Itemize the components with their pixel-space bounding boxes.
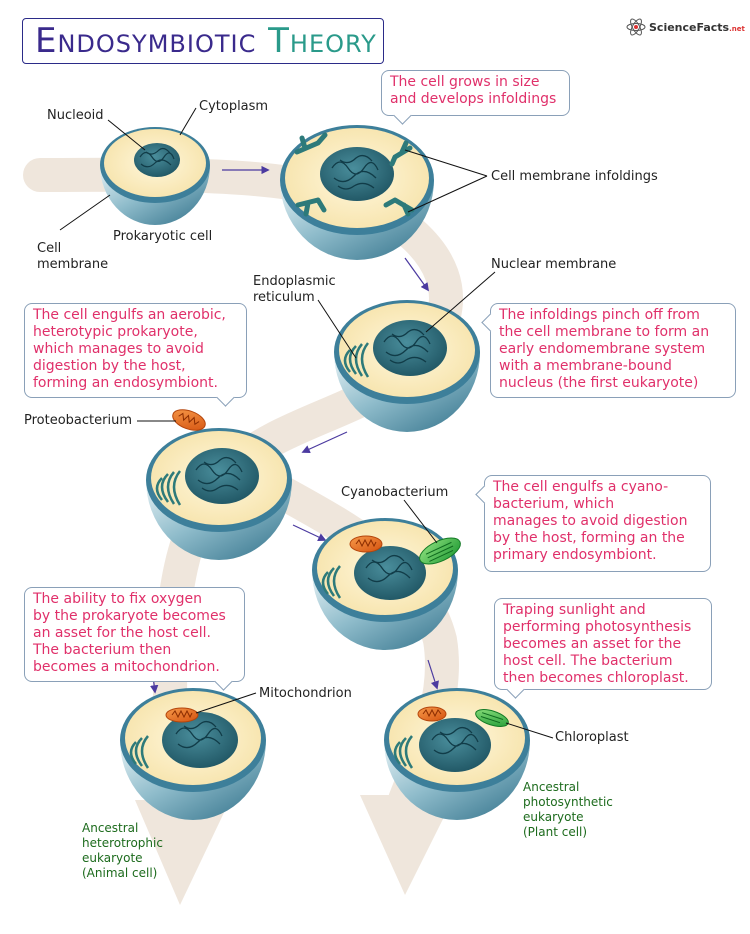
brand-logo: ScienceFacts.net — [626, 17, 745, 37]
atom-icon — [626, 18, 646, 36]
label-cytoplasm: Cytoplasm — [199, 99, 269, 114]
page-title: Endosymbiotic Theory — [35, 21, 377, 61]
engulfed-mitochondrion — [349, 535, 383, 553]
cell-with-infoldings — [280, 125, 434, 260]
callout-grows: The cell grows in size and develops info… — [381, 70, 570, 116]
label-mitochondrion: Mitochondrion — [259, 686, 352, 701]
callout-engulf-cyano: The cell engulfs a cyano- bacterium, whi… — [484, 475, 711, 572]
label-membrane-infoldings: Cell membrane infoldings — [491, 169, 658, 184]
animal-cell — [120, 688, 266, 820]
plant-cell — [384, 688, 530, 820]
label-chloroplast: Chloroplast — [555, 730, 629, 745]
callout-pinch-off: The infoldings pinch off from the cell m… — [490, 303, 736, 398]
early-eukaryote-cell — [334, 300, 480, 432]
label-cell-membrane: Cell membrane — [37, 241, 109, 272]
brand-tld: .net — [729, 24, 745, 33]
cell-engulfing-cyanobacterium — [312, 518, 461, 650]
cell-engulfing-proteobacterium — [146, 409, 292, 560]
label-cyanobacterium: Cyanobacterium — [341, 485, 449, 500]
label-plant-cell: Ancestral photosynthetic eukaryote (Plan… — [523, 780, 613, 839]
label-prokaryotic-cell: Prokaryotic cell — [113, 229, 213, 244]
label-animal-cell: Ancestral heterotrophic eukaryote (Anima… — [82, 821, 163, 880]
brand-name: ScienceFacts.net — [649, 20, 745, 34]
prokaryotic-cell — [100, 127, 210, 225]
label-proteobacterium: Proteobacterium — [24, 413, 132, 428]
flow-path-arrowheads — [135, 795, 455, 905]
leader-lines — [59, 107, 554, 739]
label-nucleoid: Nucleoid — [47, 108, 104, 123]
er-folds — [343, 342, 370, 378]
mitochondrion — [165, 707, 199, 723]
label-nuclear-membrane: Nuclear membrane — [491, 257, 617, 272]
title-word-2: Theory — [268, 21, 377, 61]
title-word-1: Endosymbiotic — [35, 21, 257, 61]
label-endoplasmic-reticulum: Endoplasmic reticulum — [253, 274, 336, 305]
callout-fix-oxygen: The ability to fix oxygen by the prokary… — [24, 587, 245, 682]
title-box: Endosymbiotic Theory — [22, 18, 384, 64]
plant-mitochondrion — [417, 706, 447, 722]
proteobacterium — [172, 409, 206, 431]
callout-engulf-aerobic: The cell engulfs an aerobic, heterotypic… — [24, 303, 247, 398]
callout-sunlight: Traping sunlight and performing photosyn… — [494, 598, 712, 690]
